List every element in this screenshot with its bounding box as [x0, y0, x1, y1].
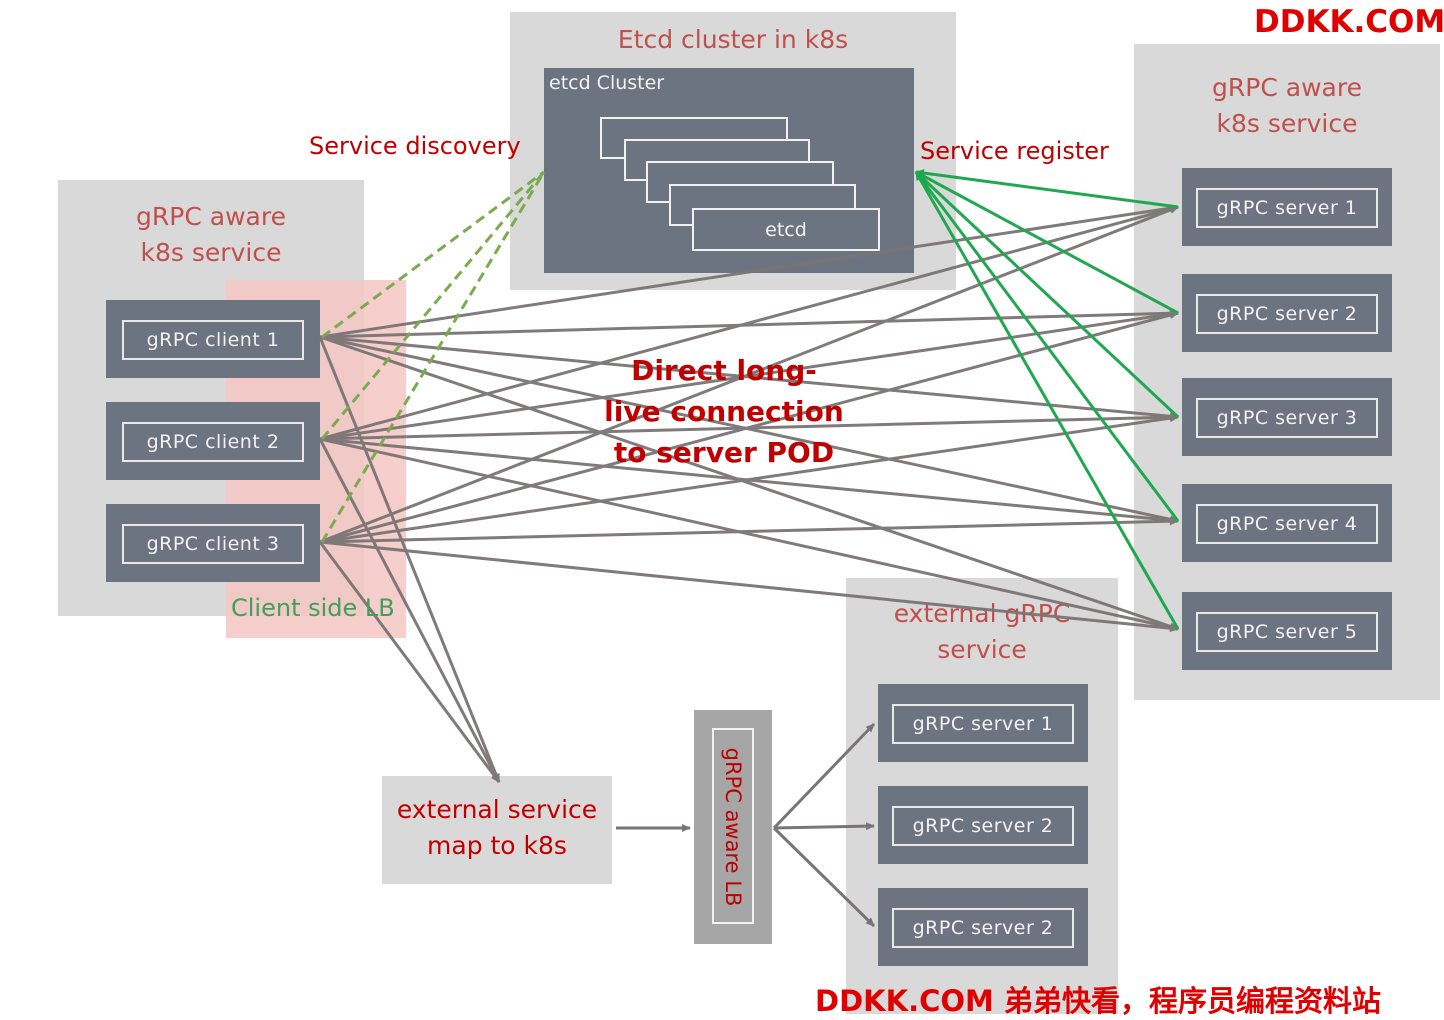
client-external-map-line	[318, 336, 501, 783]
service-discovery-label: Service discovery	[309, 132, 521, 160]
external-server-pod: gRPC server 2	[878, 888, 1088, 966]
external-server-pod-label: gRPC server 1	[892, 704, 1074, 744]
lb-to-external-server-line	[773, 822, 875, 831]
client-server-connection-line	[319, 204, 1179, 339]
grpc-aware-lb: gRPC aware LB	[694, 710, 772, 944]
client-side-lb-label: Client side LB	[231, 594, 395, 622]
direct-connection-label: Direct long- live connection to server P…	[604, 354, 844, 469]
client-server-connection-line	[319, 437, 1179, 632]
service-discovery-line	[320, 171, 546, 543]
client-server-connection-line	[319, 205, 1179, 441]
server-pod: gRPC server 2	[1182, 274, 1392, 352]
external-server-pod: gRPC server 2	[878, 786, 1088, 864]
client-server-connection-line	[319, 309, 1179, 339]
server-service-title: gRPC aware k8s service	[1212, 73, 1362, 138]
service-discovery-line	[320, 171, 546, 440]
lb-to-external-server-line	[772, 722, 876, 830]
server-pod-label: gRPC server 4	[1196, 504, 1378, 544]
external-server-pod: gRPC server 1	[878, 684, 1088, 762]
service-discovery-line	[321, 170, 545, 339]
client-pod: gRPC client 2	[106, 402, 320, 480]
external-server-pod-label: gRPC server 2	[892, 806, 1074, 846]
service-register-line	[914, 171, 1180, 522]
client-server-connection-line	[319, 311, 1179, 544]
client-server-connection-line	[319, 414, 1179, 544]
client-pod-label: gRPC client 2	[122, 422, 304, 462]
server-pod: gRPC server 5	[1182, 592, 1392, 670]
server-pod-label: gRPC server 3	[1196, 398, 1378, 438]
service-register-line	[914, 171, 1180, 630]
client-pod-label: gRPC client 1	[122, 320, 304, 360]
client-pod: gRPC client 1	[106, 300, 320, 378]
etcd-node-label: etcd	[765, 218, 807, 241]
client-server-connection-line	[319, 517, 1179, 544]
server-pod: gRPC server 1	[1182, 168, 1392, 246]
external-server-pod-label: gRPC server 2	[892, 908, 1074, 948]
client-pod: gRPC client 3	[106, 504, 320, 582]
lb-to-external-server-line	[772, 826, 876, 928]
external-service-map-label: external service map to k8s	[396, 795, 598, 860]
server-pod-label: gRPC server 1	[1196, 188, 1378, 228]
external-service-title: external gRPC service	[893, 599, 1071, 664]
service-register-label: Service register	[920, 137, 1109, 165]
service-register-line	[915, 170, 1179, 315]
server-pod-label: gRPC server 2	[1196, 294, 1378, 334]
service-register-line	[914, 170, 1180, 419]
client-server-connection-line	[319, 540, 1179, 633]
grpc-aware-lb-inner	[712, 728, 754, 924]
client-external-map-line	[318, 541, 501, 783]
watermark-top: DDKK.COM	[1254, 4, 1444, 40]
etcd-node-card: etcd	[692, 208, 880, 251]
external-service-map-box	[382, 776, 612, 884]
service-register-line	[915, 169, 1179, 209]
client-server-connection-line	[319, 205, 1179, 544]
server-service-panel	[1134, 44, 1440, 700]
client-service-title: gRPC aware k8s service	[136, 202, 286, 267]
client-server-connection-line	[319, 335, 1179, 631]
server-pod-label: gRPC server 5	[1196, 612, 1378, 652]
client-pod-label: gRPC client 3	[122, 524, 304, 564]
etcd-cluster-title: Etcd cluster in k8s	[617, 25, 849, 54]
etcd-cluster-label: etcd Cluster	[549, 72, 665, 94]
server-pod: gRPC server 4	[1182, 484, 1392, 562]
watermark-bottom: DDKK.COM 弟弟快看，程序员编程资料站	[815, 984, 1381, 1018]
server-pod: gRPC server 3	[1182, 378, 1392, 456]
